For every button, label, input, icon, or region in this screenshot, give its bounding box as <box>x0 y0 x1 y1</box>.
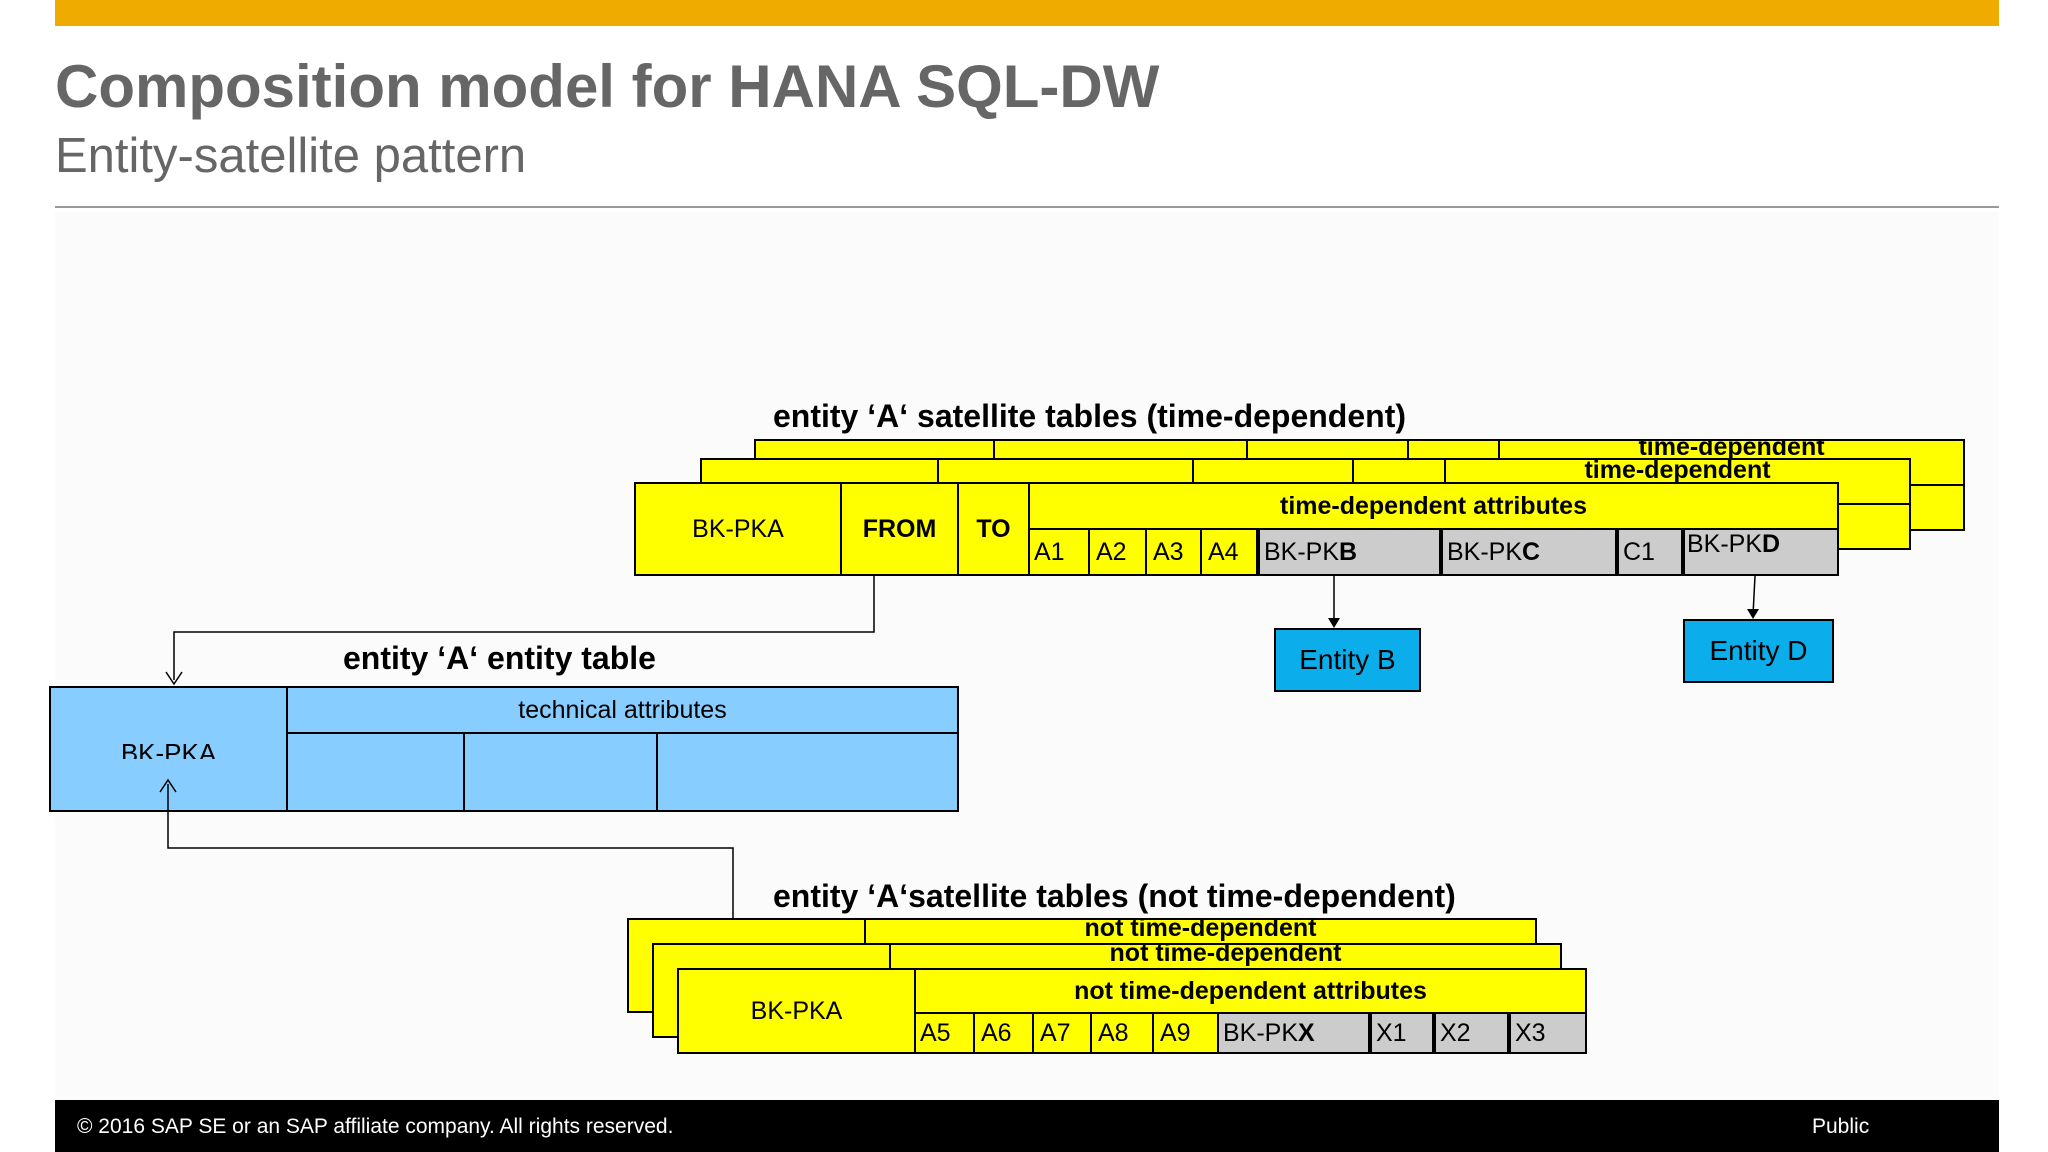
table-divider <box>957 484 959 574</box>
not-time-dependent-attributes-header: not time-dependent attributes <box>1074 976 1427 1005</box>
nt-bk-pka-column: BK-PKA <box>750 996 843 1025</box>
table-divider <box>286 688 288 810</box>
attr-a6: A6 <box>977 1014 1034 1052</box>
attr-x3: X3 <box>1509 1012 1587 1054</box>
connector-from-not-time-dependent <box>167 784 734 918</box>
satellite-nt-back-label: not time-dependent <box>1084 920 1317 942</box>
arrowhead <box>159 778 177 793</box>
footer-bar <box>55 1100 1999 1152</box>
accent-bar <box>55 0 1999 26</box>
attr-a7: A7 <box>1036 1014 1092 1052</box>
table-divider <box>1407 439 1409 459</box>
entity-table-heading: entity ‘A‘ entity table <box>343 640 656 676</box>
to-column: TO <box>976 514 1011 543</box>
arrowhead <box>165 671 183 686</box>
table-divider <box>288 732 957 734</box>
table-divider <box>840 484 842 574</box>
entity-table <box>49 686 959 812</box>
attr-a1: A1 <box>1030 530 1090 574</box>
table-divider <box>463 734 465 810</box>
bk-pka-column: BK-PKA <box>692 514 784 543</box>
arrowhead <box>1747 609 1759 619</box>
connector-from-time-dependent <box>173 575 875 680</box>
connector-to-entity-d <box>1752 575 1756 616</box>
satellite-middle-label: time-dependent <box>1584 460 1771 483</box>
footer-classification: Public <box>1812 1115 1870 1138</box>
attr-a2: A2 <box>1092 530 1147 574</box>
technical-attributes-header: technical attributes <box>518 695 727 724</box>
satellite-back-label: time-dependent <box>1638 441 1825 459</box>
from-column: FROM <box>862 514 937 543</box>
not-time-dependent-heading: entity ‘A‘satellite tables (not time-dep… <box>773 878 1456 914</box>
attr-a3: A3 <box>1149 530 1202 574</box>
time-dependent-attributes-header: time-dependent attributes <box>1280 491 1587 520</box>
slide-subtitle: Entity-satellite pattern <box>55 129 527 183</box>
table-divider <box>1352 458 1354 483</box>
table-divider <box>864 918 866 943</box>
entity-bk-pka: BK-PKA <box>120 739 217 759</box>
slide-title: Composition model for HANA SQL-DW <box>55 53 1160 120</box>
attr-x1: X1 <box>1370 1012 1434 1054</box>
arrowhead <box>1328 618 1340 628</box>
table-divider <box>1028 484 1030 574</box>
table-divider <box>1192 458 1194 483</box>
entity-d-box: Entity D <box>1683 619 1834 683</box>
table-divider <box>1246 439 1248 459</box>
attr-a8: A8 <box>1094 1014 1154 1052</box>
table-divider <box>937 458 939 483</box>
attr-a9: A9 <box>1160 1018 1191 1047</box>
time-dependent-heading: entity ‘A‘ satellite tables (time-depend… <box>773 398 1406 434</box>
attr-x2: X2 <box>1434 1012 1509 1054</box>
satellite-nt-middle-label: not time-dependent <box>1109 945 1342 967</box>
table-divider <box>889 943 891 968</box>
footer-copyright: © 2016 SAP SE or an SAP affiliate compan… <box>77 1115 674 1138</box>
attr-a5: A5 <box>916 1014 975 1052</box>
attr-a4: A4 <box>1204 530 1258 574</box>
title-divider <box>55 206 1999 208</box>
table-divider <box>914 970 916 1052</box>
attr-c1: C1 <box>1617 528 1683 576</box>
table-divider <box>993 439 995 459</box>
bk-pkd-column: BK-PKD <box>1683 528 1839 576</box>
entity-b-box: Entity B <box>1274 628 1421 692</box>
table-divider <box>656 734 658 810</box>
